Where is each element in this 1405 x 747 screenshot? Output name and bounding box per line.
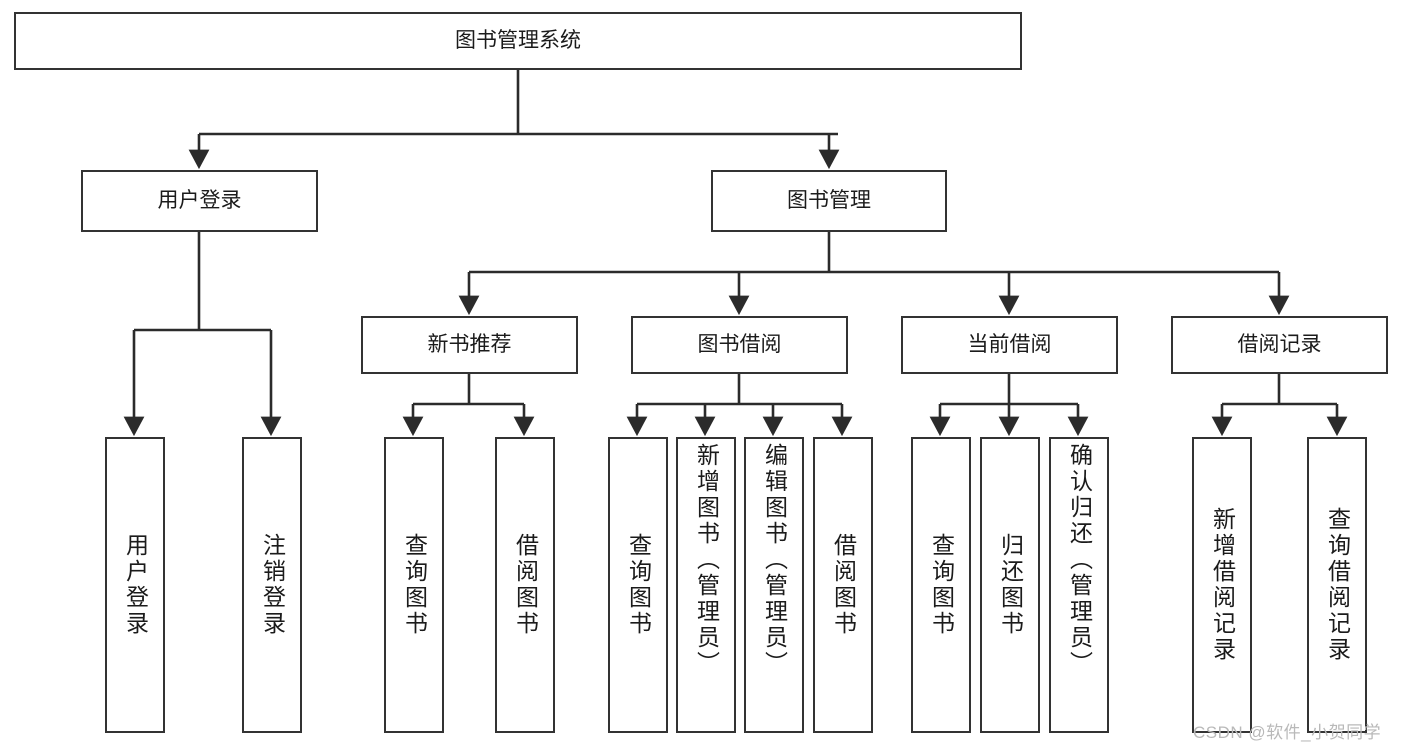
node-label: 查询图书 xyxy=(625,533,652,637)
node-label: 编辑图书（管理员） xyxy=(761,443,788,677)
node-leaf-borrow-book-recommend[interactable]: 借阅图书 xyxy=(495,437,555,733)
node-root-library-system[interactable]: 图书管理系统 xyxy=(14,12,1022,70)
node-label: 新增图书（管理员） xyxy=(693,443,720,677)
node-label: 图书管理系统 xyxy=(455,28,581,52)
node-label: 用户登录 xyxy=(122,533,149,637)
node-book-management[interactable]: 图书管理 xyxy=(711,170,947,232)
node-book-borrow[interactable]: 图书借阅 xyxy=(631,316,848,374)
node-leaf-query-book-current[interactable]: 查询图书 xyxy=(911,437,971,733)
node-label: 查询图书 xyxy=(928,533,955,637)
node-label: 确认归还（管理员） xyxy=(1066,443,1093,677)
node-label: 图书管理 xyxy=(787,188,871,212)
node-label: 查询借阅记录 xyxy=(1324,507,1351,663)
node-leaf-return-book[interactable]: 归还图书 xyxy=(980,437,1040,733)
node-label: 归还图书 xyxy=(997,533,1024,637)
node-label: 借阅图书 xyxy=(830,533,857,637)
node-leaf-borrow-book[interactable]: 借阅图书 xyxy=(813,437,873,733)
node-leaf-confirm-return-admin[interactable]: 确认归还（管理员） xyxy=(1049,437,1109,733)
node-label: 新书推荐 xyxy=(427,332,512,356)
node-leaf-query-book-recommend[interactable]: 查询图书 xyxy=(384,437,444,733)
node-label: 图书借阅 xyxy=(697,332,782,356)
node-leaf-user-login[interactable]: 用户登录 xyxy=(105,437,165,733)
node-leaf-logout[interactable]: 注销登录 xyxy=(242,437,302,733)
node-leaf-add-book-admin[interactable]: 新增图书（管理员） xyxy=(676,437,736,733)
node-label: 借阅图书 xyxy=(512,533,539,637)
node-label: 新增借阅记录 xyxy=(1209,507,1236,663)
node-label: 用户登录 xyxy=(157,188,242,212)
node-label: 注销登录 xyxy=(259,533,286,637)
node-leaf-query-borrow-record[interactable]: 查询借阅记录 xyxy=(1307,437,1367,733)
node-user-login[interactable]: 用户登录 xyxy=(81,170,318,232)
node-current-borrow[interactable]: 当前借阅 xyxy=(901,316,1118,374)
node-leaf-add-borrow-record[interactable]: 新增借阅记录 xyxy=(1192,437,1252,733)
node-label: 查询图书 xyxy=(401,533,428,637)
node-label: 借阅记录 xyxy=(1237,332,1322,356)
node-new-book-recommend[interactable]: 新书推荐 xyxy=(361,316,578,374)
node-borrow-record[interactable]: 借阅记录 xyxy=(1171,316,1388,374)
node-leaf-edit-book-admin[interactable]: 编辑图书（管理员） xyxy=(744,437,804,733)
node-leaf-query-book-borrow[interactable]: 查询图书 xyxy=(608,437,668,733)
csdn-watermark: CSDN @软件_小贺同学 xyxy=(1193,723,1382,742)
node-label: 当前借阅 xyxy=(967,332,1052,356)
